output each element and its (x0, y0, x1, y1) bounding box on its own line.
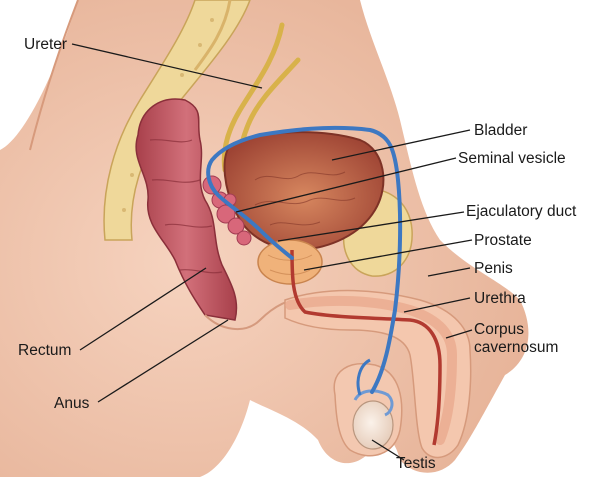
leader-corpus (445, 329, 473, 339)
leader-bladder (331, 129, 471, 161)
prostate-shape (257, 239, 323, 285)
leader-anus (97, 319, 229, 403)
bladder-folds (254, 171, 356, 226)
urethra-path (290, 249, 442, 446)
label-seminal-vesicle: Seminal vesicle (458, 150, 566, 167)
leader-rectum (79, 267, 207, 351)
leader-urethra (403, 297, 471, 313)
label-bladder: Bladder (474, 122, 527, 139)
label-corpus-line2: cavernosum (474, 339, 558, 356)
leader-ureter (71, 43, 263, 89)
penis-shape (284, 289, 472, 459)
leader-prostate (303, 239, 473, 271)
back-edge (29, 0, 79, 151)
seminal-vesicle-shape (202, 175, 252, 246)
leader-testis (371, 439, 405, 461)
leader-seminal-vesicle (235, 157, 457, 213)
label-penis: Penis (474, 260, 513, 277)
leader-ejaculatory-duct (277, 211, 465, 242)
corpus-cavernosum-shape (285, 295, 458, 445)
label-testis: Testis (396, 455, 436, 472)
label-rectum: Rectum (18, 342, 71, 359)
vas-deferens (206, 125, 403, 394)
sacrum (103, 0, 251, 241)
label-ureter: Ureter (24, 36, 67, 53)
leader-lines (71, 43, 473, 461)
testis-shape (352, 400, 394, 450)
leader-penis (427, 267, 471, 277)
label-anus: Anus (54, 395, 90, 412)
epididymis (353, 389, 394, 417)
label-corpus-line1: Corpus (474, 321, 524, 338)
label-urethra: Urethra (474, 290, 526, 307)
label-prostate: Prostate (474, 232, 532, 249)
label-ejaculatory-duct: Ejaculatory duct (466, 203, 577, 220)
